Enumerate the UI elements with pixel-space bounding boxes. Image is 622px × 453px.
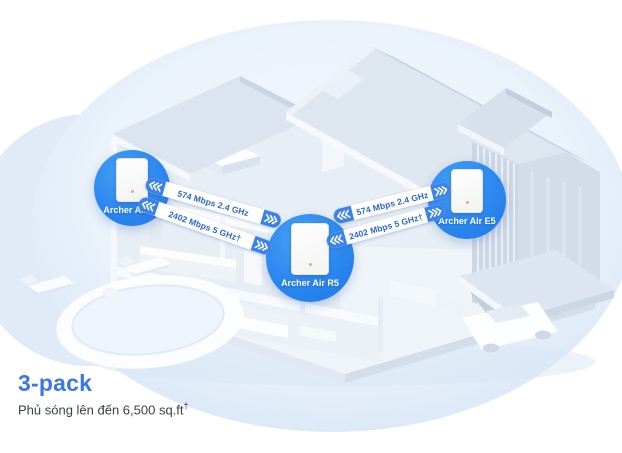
triple-chevron-right-icon <box>430 181 453 201</box>
mesh-node-center: Archer Air R5 <box>266 214 354 302</box>
triple-chevron-right-icon <box>250 235 274 257</box>
garage-and-car <box>460 250 614 353</box>
triple-chevron-left-icon <box>136 195 160 216</box>
wifi-router-device-icon <box>116 158 148 202</box>
coverage-text: Phủ sóng lên đến 6,500 sq.ft <box>18 402 184 418</box>
pool <box>56 275 244 369</box>
wifi-link-banner-24ghz-right: 574 Mbps 2.4 GHz <box>332 181 453 225</box>
footnote-dagger: † <box>183 401 189 411</box>
caption: 3-pack Phủ sóng lên đến 6,500 sq.ft† <box>18 370 189 417</box>
wifi-link-banner-24ghz-left: 574 Mbps 2.4 GHz <box>143 176 283 230</box>
triple-chevron-right-icon <box>260 209 283 230</box>
router-led-icon <box>130 190 134 193</box>
wifi-router-device-icon <box>451 169 483 213</box>
wifi-link-banner-5ghz-right: 2402 Mbps 5 GHz† <box>324 202 447 250</box>
node-label: Archer Air R5 <box>281 278 339 288</box>
wifi-link-banner-5ghz-left: 2402 Mbps 5 GHz† <box>136 195 274 257</box>
pack-title: 3-pack <box>18 370 93 396</box>
triple-chevron-left-icon <box>332 205 355 225</box>
router-led-icon <box>465 201 469 204</box>
mesh-node-right: Archer Air E5 <box>428 161 506 239</box>
wifi-router-device-icon <box>291 223 329 275</box>
coverage-subtitle: Phủ sóng lên đến 6,500 sq.ft† <box>18 401 189 417</box>
lounge-chairs <box>20 256 171 297</box>
node-label: Archer Air E5 <box>438 216 496 226</box>
triple-chevron-right-icon <box>424 202 447 223</box>
node-label: Archer Air E5 <box>103 205 161 215</box>
triple-chevron-left-icon <box>143 176 167 196</box>
triple-chevron-left-icon <box>324 230 348 250</box>
router-led-icon <box>308 263 312 266</box>
